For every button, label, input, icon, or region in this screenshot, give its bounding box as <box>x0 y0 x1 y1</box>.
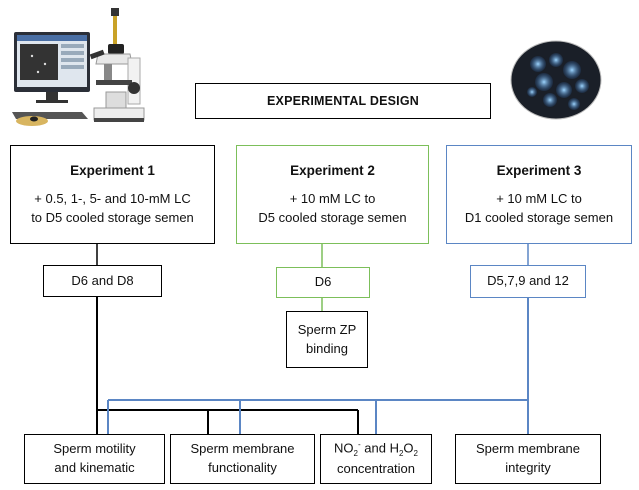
experiment-1-box: Experiment 1 + 0.5, 1-, 5- and 10-mM LC … <box>10 145 215 244</box>
microscope-computer-image <box>12 8 145 126</box>
experiment-3-box: Experiment 3 + 10 mM LC to D1 cooled sto… <box>446 145 632 244</box>
membrane-functionality-line1: Sperm membrane <box>190 441 295 457</box>
membrane-integrity-line1: Sperm membrane <box>475 441 581 457</box>
zp-binding-line2: binding <box>306 340 348 356</box>
experiment-2-box: Experiment 2 + 10 mM LC to D5 cooled sto… <box>236 145 429 244</box>
diagram-title: EXPERIMENTAL DESIGN <box>267 93 419 108</box>
zp-binding-box: Sperm ZP binding <box>286 311 368 368</box>
experiment-2-days: D6 <box>314 274 332 290</box>
motility-box: Sperm motility and kinematic <box>24 434 165 484</box>
membrane-integrity-line2: integrity <box>505 460 551 475</box>
no2-h2o2-line2: concentration <box>336 460 416 476</box>
experiment-1-line2: to D5 cooled storage semen <box>31 210 194 226</box>
experiment-2-line1: + 10 mM LC to <box>289 191 376 207</box>
experiment-2-line2: D5 cooled storage semen <box>258 210 407 226</box>
no2-h2o2-line1: NO2- and H2O2 <box>334 440 418 459</box>
experiment-1-line1: + 0.5, 1-, 5- and 10-mM LC <box>34 191 191 207</box>
experiment-1-title: Experiment 1 <box>70 162 155 178</box>
membrane-integrity-box: Sperm membrane integrity <box>455 434 601 484</box>
experiment-1-days: D6 and D8 <box>71 272 134 288</box>
diagram-title-box: EXPERIMENTAL DESIGN <box>195 83 491 119</box>
experiment-2-title: Experiment 2 <box>290 162 375 178</box>
experiment-1-days-box: D6 and D8 <box>43 265 162 297</box>
experiment-3-line1: + 10 mM LC to <box>496 191 582 207</box>
fluorescent-sperm-image <box>510 40 602 120</box>
no2-h2o2-box: NO2- and H2O2 concentration <box>320 434 432 484</box>
membrane-functionality-line2: functionality <box>208 460 277 475</box>
zp-binding-line1: Sperm ZP <box>297 321 357 337</box>
experiment-2-days-box: D6 <box>276 267 370 298</box>
experiment-3-line2: D1 cooled storage semen <box>464 210 614 226</box>
motility-line1: Sperm motility <box>53 441 136 457</box>
experiment-3-days: D5,7,9 and 12 <box>487 273 569 289</box>
motility-line2: and kinematic <box>54 460 135 475</box>
membrane-functionality-box: Sperm membrane functionality <box>170 434 315 484</box>
experiment-3-days-box: D5,7,9 and 12 <box>470 265 586 298</box>
experiment-3-title: Experiment 3 <box>496 162 582 178</box>
